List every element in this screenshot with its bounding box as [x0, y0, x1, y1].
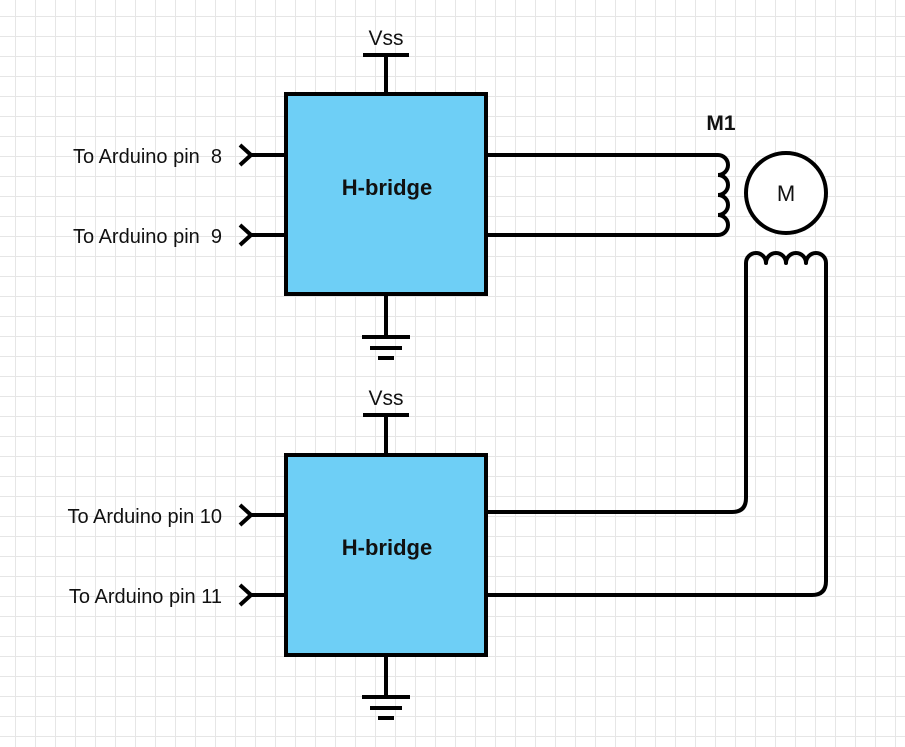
- top-h-bridge-label: H-bridge: [342, 175, 432, 200]
- bottom-output-wire-2: [486, 263, 828, 597]
- bottom-input-label-11: To Arduino pin 11: [69, 586, 222, 608]
- bottom-h-bridge: H-bridge Vss To Arduino pin 10 To Arduin…: [67, 263, 828, 720]
- bottom-vss-terminal: Vss: [363, 387, 409, 455]
- bottom-ground-symbol: [362, 655, 410, 720]
- bottom-input-pin-10: To Arduino pin 10: [67, 503, 286, 528]
- motor-symbol-icon: [744, 151, 828, 235]
- top-ground-symbol: [362, 294, 410, 360]
- input-arrow-icon: [238, 143, 253, 167]
- motor-m1: M1 M: [706, 112, 828, 265]
- top-h-bridge: H-bridge Vss To Arduino pin 8 To Arduino…: [73, 27, 718, 360]
- bottom-output-wire-1: [486, 263, 748, 514]
- bottom-vss-label: Vss: [368, 387, 403, 410]
- bottom-input-label-10: To Arduino pin 10: [67, 506, 222, 528]
- top-input-label-8: To Arduino pin 8: [73, 146, 222, 168]
- input-arrow-icon: [238, 503, 253, 527]
- input-arrow-icon: [238, 223, 253, 247]
- motor-coil-b: [744, 251, 828, 265]
- top-input-pin-8: To Arduino pin 8: [73, 143, 286, 168]
- input-arrow-icon: [238, 583, 253, 607]
- motor-symbol-label: M: [777, 181, 795, 206]
- top-h-bridge-block: [284, 92, 488, 296]
- motor-name-label: M1: [706, 112, 735, 135]
- bottom-h-bridge-label: H-bridge: [342, 535, 432, 560]
- top-input-label-9: To Arduino pin 9: [73, 226, 222, 248]
- top-input-pin-9: To Arduino pin 9: [73, 223, 286, 248]
- bottom-input-pin-11: To Arduino pin 11: [69, 583, 286, 608]
- motor-coil-a: [717, 153, 730, 237]
- top-vss-label: Vss: [368, 27, 403, 50]
- top-vss-terminal: Vss: [363, 27, 409, 94]
